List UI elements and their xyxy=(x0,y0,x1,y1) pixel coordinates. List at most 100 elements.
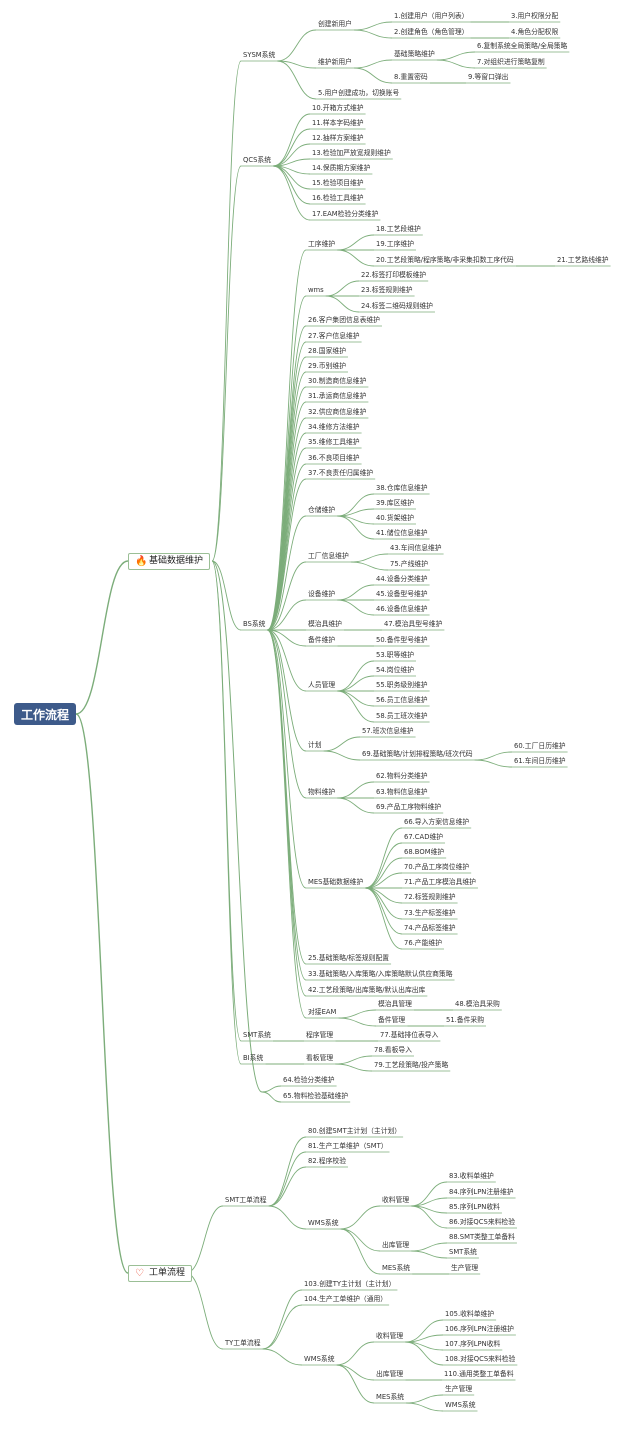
node-48[interactable]: 工厂信息维护 xyxy=(308,552,349,560)
node-14[interactable]: 10.开箱方式维护 xyxy=(312,104,364,112)
node-76[interactable]: 67.CAD维护 xyxy=(404,833,444,841)
node-122[interactable]: 106.序列LPN注册维护 xyxy=(445,1325,514,1333)
node-12[interactable]: 5.用户创建成功，切换账号 xyxy=(318,89,400,97)
node-4[interactable]: 2.创建角色（角色管理） xyxy=(394,28,469,36)
node-100[interactable]: 65.物料检验基础维护 xyxy=(283,1092,349,1100)
node-127[interactable]: MES系统 xyxy=(376,1393,405,1401)
node-54[interactable]: 46.设备信息维护 xyxy=(376,605,428,613)
node-82[interactable]: 74.产品标签维护 xyxy=(404,924,456,932)
node-106[interactable]: 收料管理 xyxy=(382,1196,410,1204)
node-30[interactable]: 23.标签规则维护 xyxy=(361,286,413,294)
node-110[interactable]: 86.对接QCS来料检验 xyxy=(449,1218,516,1226)
node-3[interactable]: 3.用户权限分配 xyxy=(511,12,559,20)
root-node[interactable]: 工作流程 xyxy=(14,703,76,725)
node-116[interactable]: TY工单流程 xyxy=(225,1339,261,1347)
node-80[interactable]: 72.标签规则维护 xyxy=(404,893,456,901)
node-37[interactable]: 31.承运商信息维护 xyxy=(308,392,367,400)
node-34[interactable]: 28.国家维护 xyxy=(308,347,346,355)
node-59[interactable]: 人员管理 xyxy=(308,681,336,689)
node-91[interactable]: 51.备件采购 xyxy=(446,1016,484,1024)
node-60[interactable]: 53.职等维护 xyxy=(376,651,414,659)
node-103[interactable]: 81.生产工单维护（SMT） xyxy=(308,1142,388,1150)
node-62[interactable]: 55.职务级别维护 xyxy=(376,681,428,689)
node-107[interactable]: 83.收料单维护 xyxy=(449,1172,494,1180)
node-67[interactable]: 69.基础策略/计划排程策略/班次代码 xyxy=(362,750,473,758)
node-121[interactable]: 105.收料单维护 xyxy=(445,1310,495,1318)
node-117[interactable]: 103.创建TY主计划（主计划） xyxy=(304,1280,396,1288)
node-35[interactable]: 29.币别维护 xyxy=(308,362,346,370)
node-69[interactable]: 61.车间日历维护 xyxy=(514,757,566,765)
node-99[interactable]: 64.检验分类维护 xyxy=(283,1076,335,1084)
node-65[interactable]: 计划 xyxy=(308,741,322,749)
node-125[interactable]: 出库管理 xyxy=(376,1370,404,1378)
node-94[interactable]: 77.基础排位表导入 xyxy=(380,1031,439,1039)
node-42[interactable]: 37.不良责任归属维护 xyxy=(308,469,374,477)
node-101[interactable]: SMT工单流程 xyxy=(225,1196,267,1204)
node-57[interactable]: 备件维护 xyxy=(308,636,336,644)
node-28[interactable]: wms xyxy=(308,286,324,294)
node-128[interactable]: 生产管理 xyxy=(445,1385,473,1393)
node-86[interactable]: 42.工艺段策略/出库策略/默认出库出库 xyxy=(308,986,426,994)
node-29[interactable]: 22.标签打印模板维护 xyxy=(361,271,427,279)
node-53[interactable]: 45.设备型号维护 xyxy=(376,590,428,598)
node-46[interactable]: 40.货架维护 xyxy=(376,514,414,522)
node-120[interactable]: 收料管理 xyxy=(376,1332,404,1340)
node-95[interactable]: BI系统 xyxy=(243,1054,264,1062)
node-2[interactable]: 1.创建用户（用户列表） xyxy=(394,12,469,20)
node-71[interactable]: 62.物料分类维护 xyxy=(376,772,428,780)
node-79[interactable]: 71.产品工序模治具维护 xyxy=(404,878,476,886)
node-77[interactable]: 68.BOM维护 xyxy=(404,848,445,856)
node-114[interactable]: MES系统 xyxy=(382,1264,411,1272)
node-81[interactable]: 73.生产标签维护 xyxy=(404,909,456,917)
node-74[interactable]: MES基础数据维护 xyxy=(308,878,364,886)
node-32[interactable]: 26.客户集团信息表维护 xyxy=(308,316,380,324)
node-7[interactable]: 基础策略维护 xyxy=(394,50,435,58)
node-52[interactable]: 44.设备分类维护 xyxy=(376,575,428,583)
node-90[interactable]: 备件管理 xyxy=(378,1016,406,1024)
node-87[interactable]: 对接EAM xyxy=(308,1008,337,1016)
node-13[interactable]: QCS系统 xyxy=(243,156,272,164)
node-84[interactable]: 25.基础策略/标签规则配置 xyxy=(308,954,390,962)
node-9[interactable]: 7.对组织进行策略复制 xyxy=(477,58,545,66)
node-92[interactable]: SMT系统 xyxy=(243,1031,271,1039)
node-72[interactable]: 63.物料信息维护 xyxy=(376,788,428,796)
node-93[interactable]: 程序管理 xyxy=(306,1031,334,1039)
node-38[interactable]: 32.供应商信息维护 xyxy=(308,408,367,416)
node-61[interactable]: 54.岗位维护 xyxy=(376,666,414,674)
node-36[interactable]: 30.制造商信息维护 xyxy=(308,377,367,385)
node-20[interactable]: 16.检验工具维护 xyxy=(312,194,364,202)
node-96[interactable]: 看板管理 xyxy=(306,1054,334,1062)
node-44[interactable]: 38.仓库信息维护 xyxy=(376,484,428,492)
node-40[interactable]: 35.维修工具维护 xyxy=(308,438,360,446)
node-56[interactable]: 47.模治具型号维护 xyxy=(384,620,443,628)
node-85[interactable]: 33.基础策略/入库策略/入库策略默认供应商策略 xyxy=(308,970,453,978)
node-51[interactable]: 设备维护 xyxy=(308,590,336,598)
node-6[interactable]: 维护新用户 xyxy=(318,58,352,66)
node-111[interactable]: 出库管理 xyxy=(382,1241,410,1249)
node-33[interactable]: 27.客户信息维护 xyxy=(308,332,360,340)
node-129[interactable]: WMS系统 xyxy=(445,1401,476,1409)
category-work-orders[interactable]: ♡ 工单流程 xyxy=(128,1265,193,1282)
node-115[interactable]: 生产管理 xyxy=(451,1264,479,1272)
node-118[interactable]: 104.生产工单维护（通用） xyxy=(304,1295,388,1303)
node-43[interactable]: 仓储维护 xyxy=(308,506,336,514)
node-70[interactable]: 物料维护 xyxy=(308,788,336,796)
node-25[interactable]: 19.工序维护 xyxy=(376,240,414,248)
node-26[interactable]: 20.工艺段策略/程序策略/非采集扣数工序代码 xyxy=(376,256,514,264)
node-123[interactable]: 107.序列LPN收料 xyxy=(445,1340,501,1348)
node-88[interactable]: 模治具管理 xyxy=(378,1000,412,1008)
node-17[interactable]: 13.检验加严放宽规则维护 xyxy=(312,149,391,157)
node-27[interactable]: 21.工艺路线维护 xyxy=(557,256,609,264)
node-97[interactable]: 78.看板导入 xyxy=(374,1046,412,1054)
node-89[interactable]: 48.模治具采购 xyxy=(455,1000,500,1008)
node-98[interactable]: 79.工艺段策略/投产策略 xyxy=(374,1061,449,1069)
node-50[interactable]: 75.产线维护 xyxy=(390,560,428,568)
node-126[interactable]: 110.通用类整工单备料 xyxy=(444,1370,514,1378)
node-45[interactable]: 39.库区维护 xyxy=(376,499,414,507)
node-55[interactable]: 模治具维护 xyxy=(308,620,342,628)
node-49[interactable]: 43.车间信息维护 xyxy=(390,544,442,552)
node-73[interactable]: 69.产品工序物料维护 xyxy=(376,803,442,811)
node-15[interactable]: 11.样本字码维护 xyxy=(312,119,364,127)
node-66[interactable]: 57.班次信息维护 xyxy=(362,727,414,735)
node-1[interactable]: 创建新用户 xyxy=(318,20,352,28)
